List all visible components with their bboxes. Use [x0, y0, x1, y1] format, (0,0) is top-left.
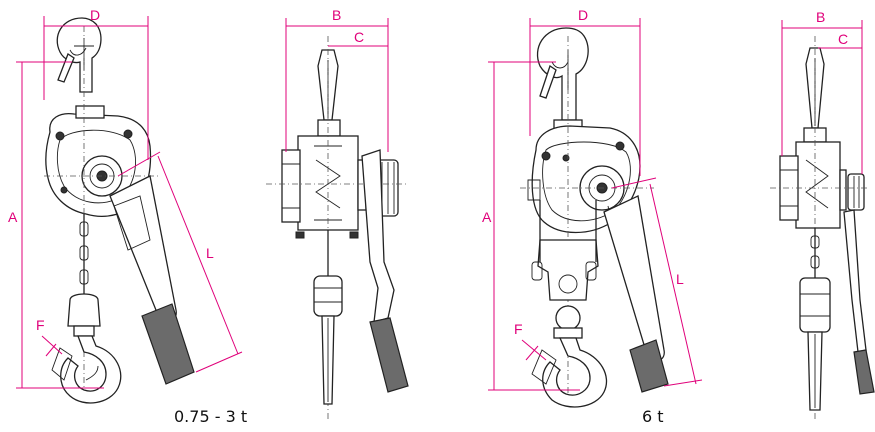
- bottom-hook: [542, 337, 608, 408]
- hoist-small-side-dimensions: B C: [285, 7, 389, 152]
- dim-label-d: D: [578, 7, 588, 23]
- hoist-small-front-view: [44, 17, 195, 404]
- dim-label-d: D: [90, 7, 100, 23]
- lever-arm: [603, 195, 665, 362]
- lever-arm: [109, 175, 177, 324]
- caption-small: 0.75 - 3 t: [174, 407, 247, 426]
- dim-label-l: L: [676, 271, 684, 287]
- dim-label-f: F: [36, 317, 45, 333]
- dim-label-l: L: [206, 245, 214, 261]
- hoist-large-dimensions: D A L F: [482, 7, 703, 391]
- top-hook: [536, 27, 589, 121]
- side-lever: [843, 209, 867, 353]
- lever-grip: [629, 339, 669, 393]
- lever-grip: [141, 303, 195, 385]
- caption-large: 6 t: [642, 407, 664, 426]
- dim-label-b: B: [332, 7, 341, 23]
- hoist-large-side-view: [770, 36, 875, 422]
- hoist-large-front-view: [520, 27, 669, 408]
- dim-label-c: C: [838, 31, 848, 47]
- hoist-small-dimensions: D A L F: [8, 7, 243, 389]
- side-body: [795, 141, 841, 229]
- hoist-large-side-dimensions: B C: [781, 9, 863, 174]
- dim-label-f: F: [514, 321, 523, 337]
- dim-label-c: C: [354, 29, 364, 45]
- dim-label-b: B: [816, 9, 825, 25]
- dim-label-a: A: [482, 209, 492, 225]
- bottom-hook: [60, 335, 122, 404]
- hoist-small-side-view: [266, 36, 409, 420]
- dim-label-a: A: [8, 209, 18, 225]
